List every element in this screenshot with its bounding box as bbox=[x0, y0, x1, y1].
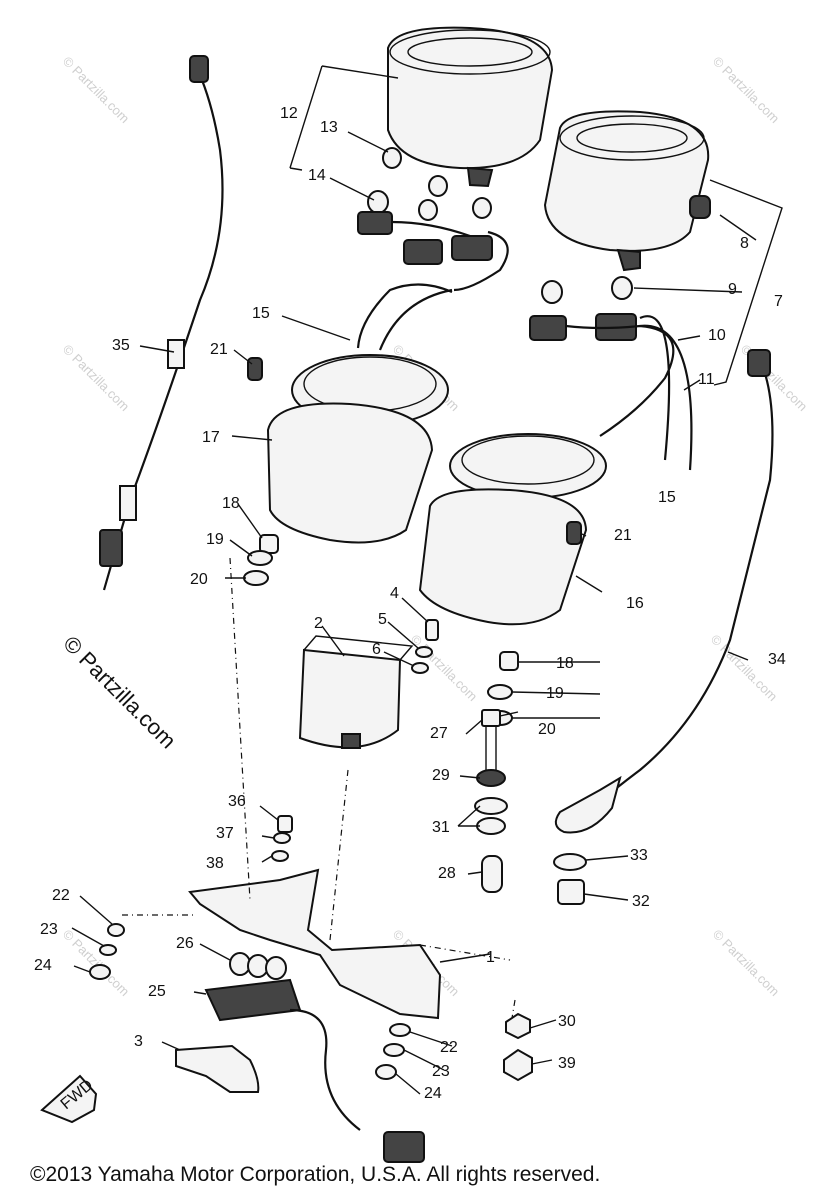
bracket-7 bbox=[709, 179, 783, 386]
forward-arrow: FWD bbox=[40, 1074, 98, 1124]
part-label: 28 bbox=[438, 865, 456, 882]
part-label: 4 bbox=[390, 585, 399, 602]
speedometer-assembly[interactable] bbox=[387, 26, 554, 188]
indicator-light-housing[interactable] bbox=[298, 635, 414, 749]
part-label: 12 bbox=[280, 105, 298, 122]
part-label: 2 bbox=[314, 615, 323, 632]
part-label: 3 bbox=[134, 1033, 143, 1050]
part-label: 23 bbox=[40, 921, 58, 938]
meter-cover-3[interactable] bbox=[175, 1044, 260, 1093]
part-label: 38 bbox=[206, 855, 224, 872]
copyright-notice: ©2013 Yamaha Motor Corporation, U.S.A. A… bbox=[30, 1163, 601, 1186]
part-label: 15 bbox=[658, 489, 676, 506]
part-label: 20 bbox=[190, 571, 208, 588]
part-label: 17 bbox=[202, 429, 220, 446]
part-label: 18 bbox=[556, 655, 574, 672]
part-label: 19 bbox=[206, 531, 224, 548]
part-label: 19 bbox=[546, 685, 564, 702]
watermark: © Partzilla.com bbox=[710, 927, 783, 1000]
part-label: 20 bbox=[538, 721, 556, 738]
part-label: 8 bbox=[740, 235, 749, 252]
part-label: 33 bbox=[630, 847, 648, 864]
meter-case-17[interactable] bbox=[266, 402, 434, 544]
part-label: 22 bbox=[52, 887, 70, 904]
part-label: 27 bbox=[430, 725, 448, 742]
part-label: 35 bbox=[112, 337, 130, 354]
fastener-stack-left[interactable] bbox=[243, 534, 279, 586]
bulb-socket-group-right[interactable] bbox=[529, 276, 693, 471]
part-label: 25 bbox=[148, 983, 166, 1000]
part-label: 29 bbox=[432, 767, 450, 784]
meter-case-15-right[interactable] bbox=[449, 433, 607, 499]
screw-washer-stack[interactable] bbox=[411, 619, 439, 674]
tachometer-cable[interactable] bbox=[554, 349, 774, 834]
wire-harness-left bbox=[356, 283, 453, 351]
part-label: 36 bbox=[228, 793, 246, 810]
mounting-bolt-stack[interactable] bbox=[474, 709, 508, 893]
part-label: 37 bbox=[216, 825, 234, 842]
bolt-32[interactable] bbox=[557, 879, 585, 905]
part-label: 30 bbox=[558, 1013, 576, 1030]
leader-lines bbox=[71, 131, 757, 1095]
nut-30[interactable] bbox=[505, 1012, 531, 1040]
nut-39[interactable] bbox=[503, 1048, 533, 1082]
part-label: 24 bbox=[34, 957, 52, 974]
part-label: 15 bbox=[252, 305, 270, 322]
part-label: 39 bbox=[558, 1055, 576, 1072]
part-label: 23 bbox=[432, 1063, 450, 1080]
part-label: 14 bbox=[308, 167, 326, 184]
part-labels: 1 2 3 4 5 6 7 8 9 10 11 12 13 14 15 15 1… bbox=[34, 105, 786, 1102]
watermark: © Partzilla.com bbox=[60, 927, 133, 1000]
part-label: 5 bbox=[378, 611, 387, 628]
bulb-socket-group-left[interactable] bbox=[357, 147, 509, 292]
part-label: 18 bbox=[222, 495, 240, 512]
part-label: 26 bbox=[176, 935, 194, 952]
fastener-stack-22-right[interactable] bbox=[375, 1023, 411, 1080]
screw-21-left[interactable] bbox=[247, 357, 263, 381]
part-label: 21 bbox=[210, 341, 228, 358]
meter-case-16[interactable] bbox=[418, 488, 588, 626]
alignment-lines bbox=[122, 557, 516, 1031]
part-label: 34 bbox=[768, 651, 786, 668]
part-label: 16 bbox=[626, 595, 644, 612]
part-label: 32 bbox=[632, 893, 650, 910]
indicator-socket-assembly[interactable] bbox=[204, 952, 425, 1163]
part-label: 21 bbox=[614, 527, 632, 544]
part-label: 10 bbox=[708, 327, 726, 344]
part-label: 11 bbox=[698, 371, 715, 388]
part-label: 1 bbox=[486, 949, 495, 966]
screw-21-right[interactable] bbox=[566, 521, 582, 545]
fastener-stack-36[interactable] bbox=[271, 815, 293, 862]
part-label: 24 bbox=[424, 1085, 442, 1102]
watermark-main: © Partzilla.com bbox=[58, 631, 181, 754]
part-label: 13 bbox=[320, 119, 338, 136]
meter-bracket[interactable] bbox=[188, 868, 442, 1020]
part-label: 22 bbox=[440, 1039, 458, 1056]
bracket-12 bbox=[289, 65, 399, 171]
watermark: © Partzilla.com bbox=[710, 54, 783, 127]
speedometer-cable[interactable] bbox=[99, 55, 224, 591]
watermark: © Partzilla.com bbox=[60, 54, 133, 127]
part-label: 7 bbox=[774, 293, 783, 310]
part-label: 31 bbox=[432, 819, 450, 836]
tachometer-assembly[interactable] bbox=[543, 110, 711, 272]
washer-33[interactable] bbox=[553, 853, 587, 871]
part-label: 6 bbox=[372, 641, 381, 658]
part-label: 9 bbox=[728, 281, 737, 298]
